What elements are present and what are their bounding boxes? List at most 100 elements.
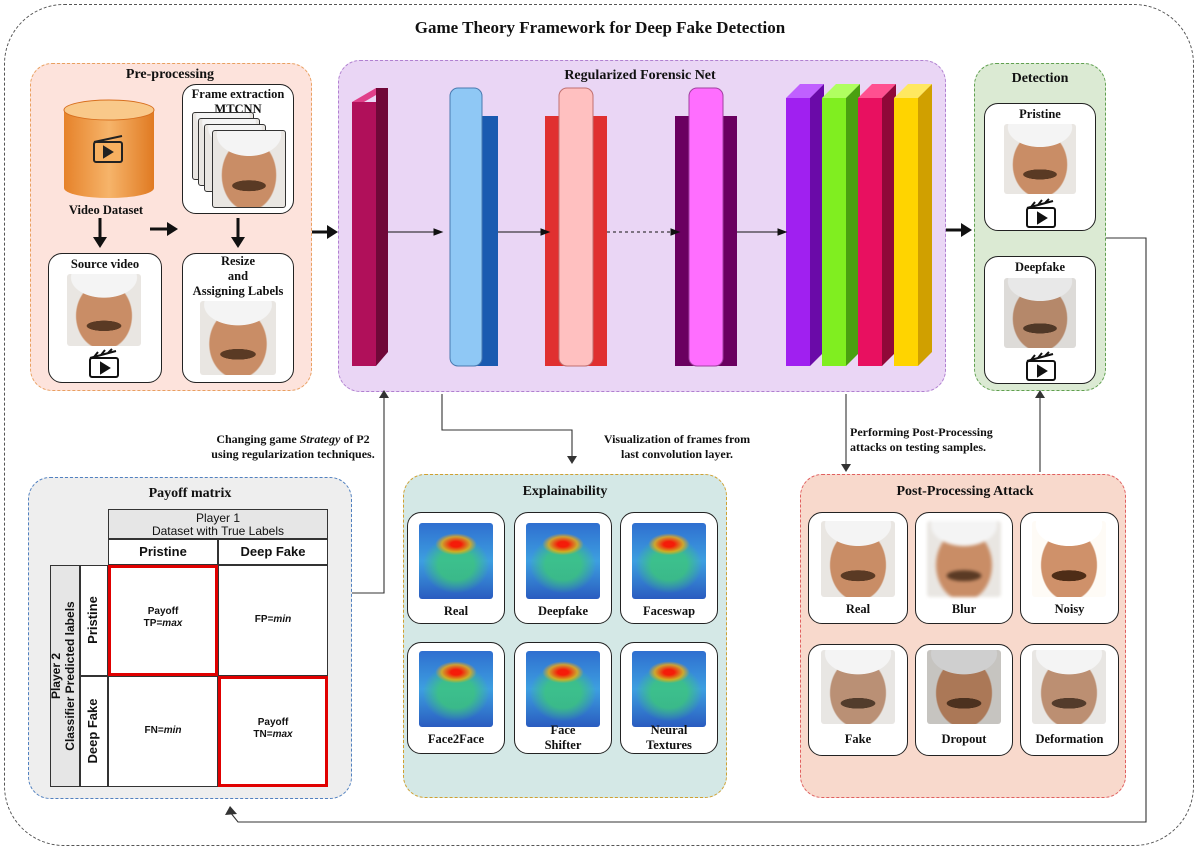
cell-fn-prefix: FN= <box>144 725 164 736</box>
post-processing-note-line2: attacks on testing samples. <box>850 440 987 454</box>
cell-tn: Payoff TN=max <box>218 676 328 787</box>
explain-label: Face Shifter <box>514 723 612 753</box>
explain-label-line2: Shifter <box>544 738 582 752</box>
attack-label: Blur <box>951 602 977 616</box>
conv-layer-1 <box>352 88 388 366</box>
attack-label: Real <box>845 602 871 616</box>
attack-face <box>927 521 1001 597</box>
row-header-deepfake: Deep Fake <box>85 698 100 764</box>
detection-title: Detection <box>1011 71 1069 86</box>
cell-tp-value: max <box>162 618 183 629</box>
cell-tp-label: Payoff <box>147 606 179 617</box>
payoff-title: Payoff matrix <box>148 486 232 501</box>
pristine-output-face <box>1004 124 1076 194</box>
cell-tn-label: Payoff <box>257 717 289 728</box>
resize-label: Resize and Assigning Labels <box>182 254 294 299</box>
conv-layer-2 <box>449 87 483 367</box>
row-header-pristine-cell <box>80 565 108 676</box>
resize-line3: Assigning Labels <box>192 284 284 298</box>
network-layers <box>352 84 932 367</box>
database-cylinder-icon <box>62 98 156 200</box>
explainability-title: Explainability <box>522 484 608 499</box>
explain-heatmap <box>419 651 493 727</box>
deepfake-output-face <box>1004 278 1076 348</box>
cell-fp-value: min <box>273 614 292 625</box>
attack-face <box>821 521 895 597</box>
strategy-line2: using regularization techniques. <box>211 447 375 461</box>
strategy-italic: Strategy <box>299 432 341 446</box>
arrow-preprocessing-to-net <box>312 224 340 245</box>
pristine-output-label: Pristine <box>1019 107 1061 121</box>
explain-label: Neural Textures <box>620 723 718 753</box>
forensic-net-title: Regularized Forensic Net <box>564 68 716 83</box>
attack-label: Fake <box>844 732 872 746</box>
row-header-pristine: Pristine <box>85 596 100 644</box>
player2-label: Player 2 Classifier Predicted labels <box>49 566 79 786</box>
post-processing-note: Performing Post-Processing attacks on te… <box>850 425 1030 455</box>
cell-tn-value: max <box>272 729 293 740</box>
player2-sublabel: Classifier Predicted labels <box>63 601 77 751</box>
explain-heatmap <box>526 523 600 599</box>
arrow-frames-to-resize <box>230 218 246 255</box>
player2-label-text: Player 2 <box>49 652 63 700</box>
video-dataset-label: Video Dataset <box>68 203 144 217</box>
arrow-dataset-to-source <box>92 218 108 255</box>
cell-fn-value: min <box>163 725 182 736</box>
explain-label-line1: Neural <box>650 723 688 737</box>
row-header-deepfake-cell <box>80 676 108 787</box>
dense-layer-1 <box>786 84 824 366</box>
cell-fn: FN=min <box>108 676 218 787</box>
player1-label: Player 1 <box>195 511 241 525</box>
resize-line2: and <box>227 269 249 283</box>
cell-tp-prefix: TP= <box>143 618 163 629</box>
cell-tn-prefix: TN= <box>253 729 273 740</box>
attack-face <box>821 650 895 724</box>
diagram-title: Game Theory Framework for Deep Fake Dete… <box>414 18 786 37</box>
attack-face <box>927 650 1001 724</box>
explain-label: Face2Face <box>427 732 485 746</box>
explain-heatmap <box>632 523 706 599</box>
dense-layer-3 <box>858 84 896 366</box>
strategy-note: Changing game Strategy of P2 using regul… <box>200 432 386 462</box>
strategy-suffix: of P2 <box>340 432 370 446</box>
explain-heatmap <box>632 651 706 727</box>
col-header-deepfake: Deep Fake <box>218 539 328 565</box>
explain-label-line2: Textures <box>646 738 692 752</box>
explain-label: Faceswap <box>642 604 696 618</box>
visualization-line2: last convolution layer. <box>621 447 733 461</box>
clapperboard-icon <box>1024 197 1058 234</box>
clapperboard-icon <box>1024 350 1058 387</box>
attack-label: Noisy <box>1054 602 1085 616</box>
explain-label-line1: Face <box>550 723 576 737</box>
resized-face <box>200 301 276 375</box>
post-processing-title: Post-Processing Attack <box>896 484 1034 499</box>
player1-header: Player 1 Dataset with True Labels <box>108 509 328 539</box>
outer-frame <box>4 4 1194 846</box>
cell-tp-equation: TP=max <box>111 618 215 630</box>
dense-layer-4 <box>894 84 932 366</box>
clapperboard-icon <box>87 347 121 384</box>
frame-extraction-line1: Frame extraction <box>191 87 285 101</box>
cell-tp: Payoff TP=max <box>108 565 218 676</box>
attack-face <box>1032 521 1106 597</box>
explain-heatmap <box>526 651 600 727</box>
preprocessing-title: Pre-processing <box>125 67 215 82</box>
cell-fp: FP=min <box>218 565 328 676</box>
col-header-pristine: Pristine <box>108 539 218 565</box>
cell-fp-prefix: FP= <box>254 614 274 625</box>
cell-tn-equation: TN=max <box>221 729 325 741</box>
conv-layer-3 <box>558 87 594 367</box>
frame-stack-image-4 <box>212 130 286 208</box>
attack-face <box>1032 650 1106 724</box>
attack-label: Deformation <box>1035 732 1104 746</box>
explain-label: Deepfake <box>538 604 588 618</box>
source-video-face <box>67 274 141 346</box>
player2-header <box>50 565 80 787</box>
visualization-note: Visualization of frames from last convol… <box>592 432 762 462</box>
explain-label: Real <box>443 604 469 618</box>
player1-sublabel: Dataset with True Labels <box>151 524 285 538</box>
arrow-dataset-to-frames <box>150 221 180 242</box>
dense-layer-2 <box>822 84 860 366</box>
conv-layer-4 <box>688 87 724 367</box>
